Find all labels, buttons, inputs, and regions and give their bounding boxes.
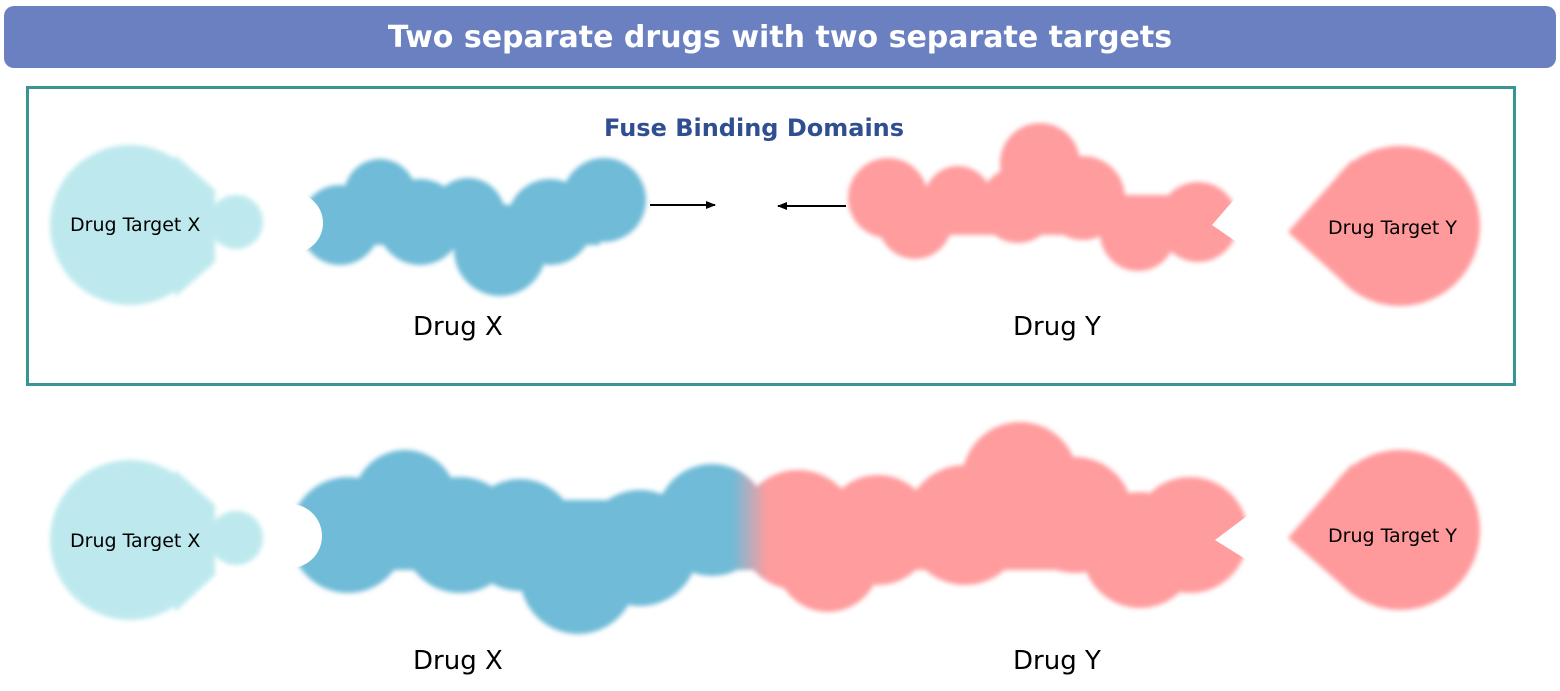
drug-target-y-shape-bottom: [1288, 450, 1480, 610]
drug-x-label-bottom: Drug X: [413, 646, 503, 676]
drug-target-x-shape-bottom: [50, 460, 263, 620]
drug-target-y-label-top: Drug Target Y: [1328, 217, 1458, 239]
drug-target-y-label-bottom: Drug Target Y: [1328, 525, 1458, 547]
drug-x-label-top: Drug X: [413, 312, 503, 342]
drug-target-x-shape-top: [50, 145, 263, 305]
title-banner: Two separate drugs with two separate tar…: [4, 6, 1556, 68]
drug-target-y-shape-top: [1288, 146, 1480, 306]
fuse-binding-domains-label: Fuse Binding Domains: [604, 114, 905, 142]
fused-drug-shape: [290, 422, 1248, 634]
drug-y-label-top: Drug Y: [1013, 312, 1101, 342]
drug-y-shape-top: [848, 123, 1238, 271]
page-title: Two separate drugs with two separate tar…: [387, 19, 1173, 55]
drug-target-x-label-bottom: Drug Target X: [70, 530, 201, 552]
drug-target-x-label-top: Drug Target X: [70, 214, 201, 236]
drug-x-shape-top: [300, 158, 646, 296]
drug-y-label-bottom: Drug Y: [1013, 646, 1101, 676]
fuse-panel-frame: [26, 86, 1516, 386]
